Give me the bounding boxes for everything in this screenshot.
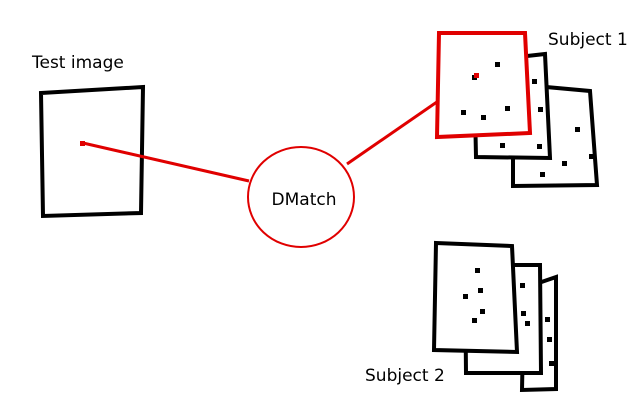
subject-1-image-1-matched [434,31,533,140]
subject-2-image-1 [431,240,520,355]
subject-2-label: Subject 2 [365,366,445,386]
subject-1-label: Subject 1 [548,30,628,50]
dmatch-node [247,146,355,248]
match-line-left [82,141,250,183]
subject-1-stack [434,31,600,189]
test-image-label: Test image [31,53,124,73]
subject-1-matched-keypoint [474,73,479,78]
test-image-frame [38,84,146,219]
dmatch-label: DMatch [272,190,337,210]
test-image-keypoint [80,141,85,146]
subject-2-stack [431,240,558,393]
